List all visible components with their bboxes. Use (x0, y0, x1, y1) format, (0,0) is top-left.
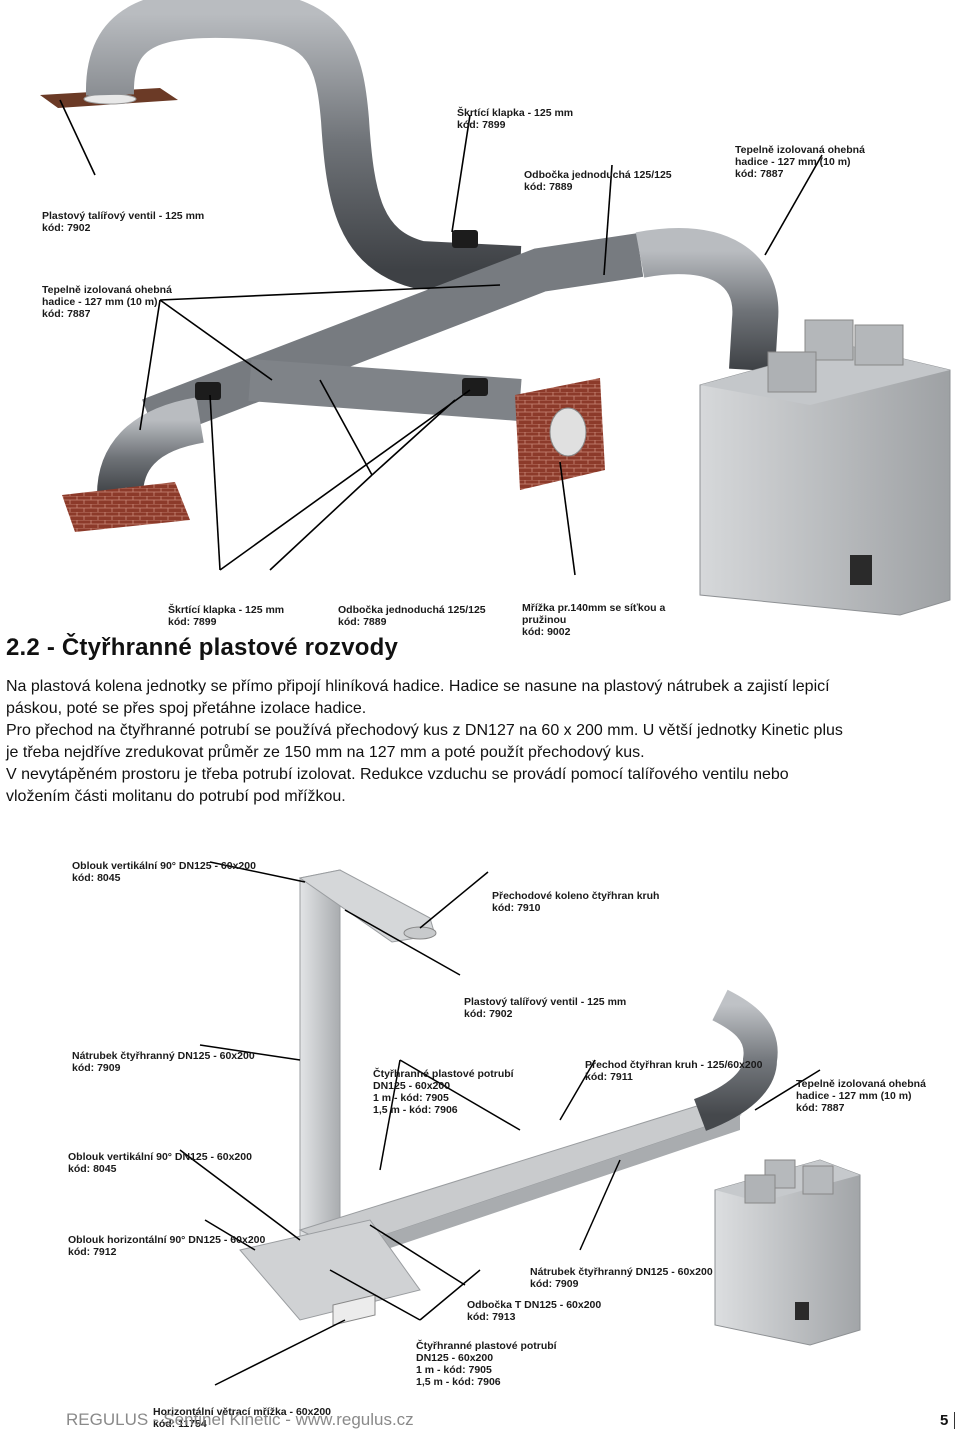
top-elbow (298, 869, 436, 943)
damper-cap-1 (452, 230, 478, 248)
transition-elbow-outlet (403, 926, 437, 940)
wall-grille (549, 407, 587, 457)
rigid-duct-branch (248, 359, 522, 421)
vertical-duct (299, 869, 341, 1249)
paragraph-line: Pro přechod na čtyřhranné potrubí se pou… (6, 722, 843, 739)
flex-hose-unit-2 (693, 989, 778, 1131)
grille-end (332, 1294, 376, 1326)
section-paragraph: Na plastová kolena jednotky se přímo při… (6, 676, 956, 808)
damper-cap-2 (195, 382, 221, 400)
page-number: 5 (940, 1412, 956, 1429)
leader-lines-2 (179, 861, 821, 1386)
leader-lines (59, 99, 823, 576)
floor-block (62, 482, 190, 532)
unit-vent-grid (850, 555, 872, 585)
page-footer: REGULUS - Sentinel Kinetic - www.regulus… (66, 1410, 414, 1429)
flex-hose-upper (86, 0, 522, 294)
section-title: 2.2 - Čtyřhranné plastové rozvody (6, 634, 399, 661)
rectangular-duct-diagram (179, 861, 861, 1386)
paragraph-line: Na plastová kolena jednotky se přímo při… (6, 678, 830, 695)
paragraph-line: vložením části molitanu do potrubí pod m… (6, 788, 346, 805)
paragraph-line: páskou, poté se přes spoj přetáhne izola… (6, 700, 367, 717)
paragraph-line: je třeba nejdříve zredukovat průměr ze 1… (6, 744, 645, 761)
flexible-duct-diagram (40, 0, 951, 616)
flex-hose-unit (635, 228, 779, 372)
flex-hose-lower (97, 397, 205, 497)
unit-vent-grid-2 (795, 1302, 809, 1320)
paragraph-line: V nevytápěném prostoru je třeba potrubí … (6, 766, 789, 783)
disk-valve-top (83, 93, 137, 105)
